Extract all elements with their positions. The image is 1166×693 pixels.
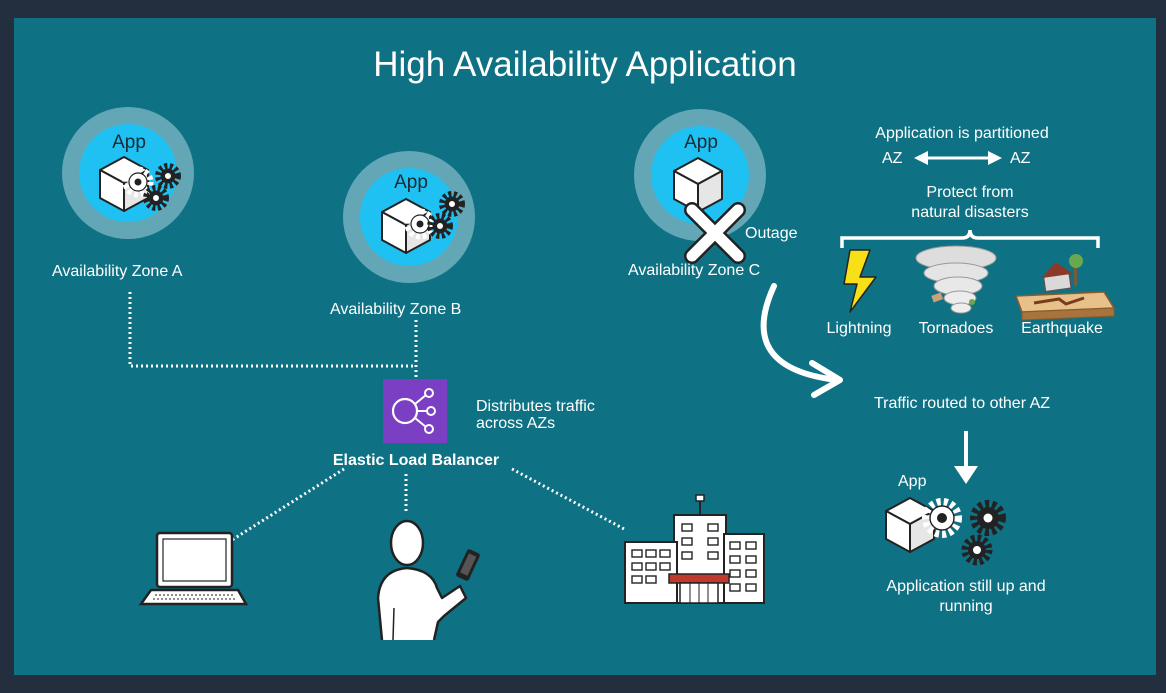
office-building-icon [624, 494, 765, 604]
disaster-earthquake-label: Earthquake [1021, 320, 1103, 337]
zone-a-label: Availability Zone A [52, 263, 183, 280]
outage-label: Outage [745, 225, 798, 242]
recovered-status-line-1: Application still up and [886, 578, 1046, 595]
zone-a-app-icon [62, 107, 194, 239]
zone-b-app-label: App [394, 172, 428, 193]
earthquake-icon [1014, 254, 1116, 321]
traffic-routed-label: Traffic routed to other AZ [873, 395, 1051, 412]
zone-b-label: Availability Zone B [330, 301, 462, 318]
lightning-icon [843, 249, 877, 313]
disaster-tornadoes-label: Tornadoes [918, 320, 994, 337]
arrow-down-icon [954, 431, 978, 484]
partition-right-az: AZ [1010, 150, 1031, 167]
partition-heading: Application is partitioned [875, 125, 1049, 142]
double-arrow-icon [914, 151, 1002, 165]
brace-shape [840, 229, 1100, 248]
cross-icon [684, 202, 746, 264]
load-balancer-icon [383, 379, 447, 443]
zone-c-label: Availability Zone C [628, 262, 761, 279]
zone-b-app-icon [343, 151, 475, 283]
recovered-app-icon [885, 497, 1006, 566]
zone-c-app-label: App [684, 132, 718, 153]
person-phone-icon [376, 519, 480, 641]
elb-desc-line-2: across AZs [476, 415, 556, 432]
diagram-canvas [62, 107, 1116, 641]
laptop-icon [138, 531, 249, 606]
tornado-icon [915, 245, 997, 314]
curved-arrow-icon [760, 283, 843, 398]
protect-line-1: Protect from [926, 184, 1014, 201]
diagram-title: High Availability Application [373, 45, 797, 84]
elb-desc-line-1: Distributes traffic [476, 398, 595, 415]
recovered-status-line-2: running [939, 598, 993, 615]
partition-left-az: AZ [882, 150, 903, 167]
client-connector-lines [231, 467, 627, 542]
diagram-panel: High Availability Application [14, 18, 1156, 675]
elb-name-label: Elastic Load Balancer [332, 452, 500, 469]
disaster-lightning-label: Lightning [826, 320, 892, 337]
recovered-app-label: App [898, 473, 927, 490]
zone-a-app-label: App [112, 132, 146, 153]
protect-line-2: natural disasters [911, 204, 1029, 221]
